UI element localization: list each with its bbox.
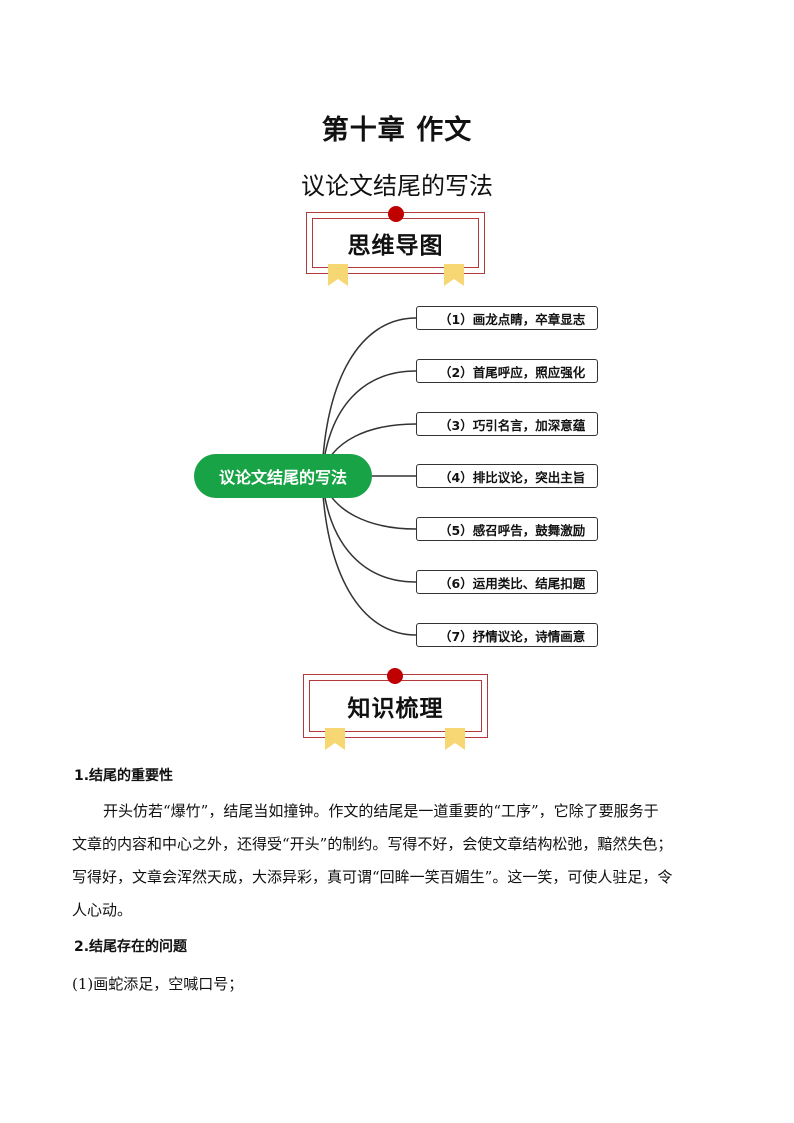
banner-dot-icon — [388, 206, 404, 222]
connector-6 — [321, 475, 417, 583]
paragraph-line: 人心动。 — [72, 901, 133, 919]
connector-7 — [321, 475, 417, 636]
mindmap-banner: 思维导图 — [306, 206, 486, 286]
ribbon-right-icon — [445, 728, 465, 750]
mindmap-leaf: （7）抒情议论，诗情画意 — [416, 623, 598, 647]
ribbon-left-icon — [328, 264, 348, 286]
ribbon-left-icon — [325, 728, 345, 750]
ribbon-right-icon — [444, 264, 464, 286]
knowledge-banner: 知识梳理 — [303, 668, 489, 750]
section-heading: 2.结尾存在的问题 — [74, 939, 188, 955]
connector-1 — [321, 317, 417, 477]
chapter-title: 第十章 作文 — [321, 115, 473, 146]
mindmap-center-node: 议论文结尾的写法 — [194, 454, 372, 498]
document-subtitle: 议论文结尾的写法 — [301, 172, 493, 200]
mindmap-leaf: （6）运用类比、结尾扣题 — [416, 570, 598, 594]
mindmap-leaf: （3）巧引名言，加深意蕴 — [416, 412, 598, 436]
mindmap-leaf: （5）感召呼告，鼓舞激励 — [416, 517, 598, 541]
paragraph-line: 开头仿若“爆竹”，结尾当如撞钟。作文的结尾是一道重要的“工序”，它除了要服务于 — [103, 802, 659, 820]
section-paragraph: 开头仿若“爆竹”，结尾当如撞钟。作文的结尾是一道重要的“工序”，它除了要服务于 … — [72, 795, 732, 927]
paragraph-line: 文章的内容和中心之外，还得受“开头”的制约。写得不好，会使文章结构松弛，黯然失色… — [72, 835, 673, 853]
paragraph-line: 写得好，文章会浑然天成，大添异彩，真可谓“回眸一笑百媚生”。这一笑，可使人驻足，… — [72, 868, 673, 886]
mindmap-leaf: （4）排比议论，突出主旨 — [416, 464, 598, 488]
banner-dot-icon — [387, 668, 403, 684]
connector-2 — [321, 370, 417, 477]
list-item: (1)画蛇添足，空喊口号； — [72, 975, 244, 993]
mindmap-leaf: （2）首尾呼应，照应强化 — [416, 359, 598, 383]
mindmap-leaf: （1）画龙点睛，卒章显志 — [416, 306, 598, 330]
banner-title: 知识梳理 — [309, 680, 482, 732]
section-heading: 1.结尾的重要性 — [74, 768, 174, 784]
